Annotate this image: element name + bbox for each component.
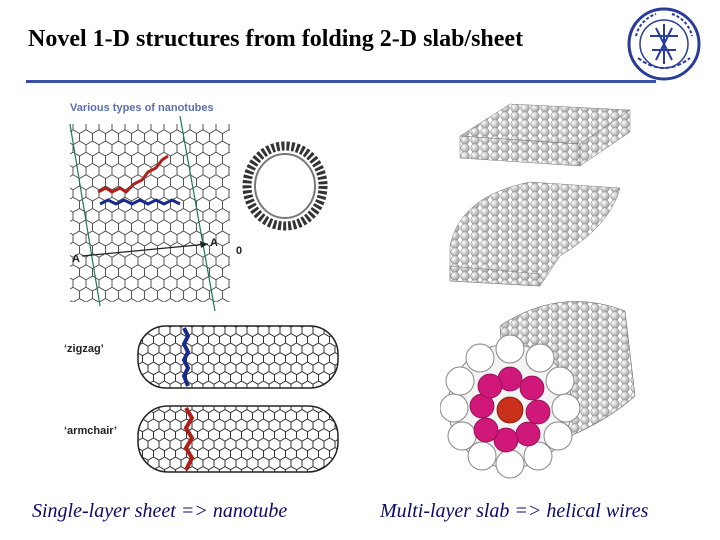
- zigzag-tube: [137, 325, 339, 389]
- label-zigzag: ‘zigzag’: [64, 343, 104, 355]
- armchair-tube: [137, 405, 339, 473]
- magenta-core: [469, 366, 551, 453]
- label-o: 0: [236, 245, 242, 257]
- graphene-sheet: [70, 124, 230, 302]
- cut-line-right: [179, 115, 216, 312]
- title-rule: [26, 80, 656, 83]
- caption-left: Single-layer sheet => nanotube: [32, 500, 288, 522]
- flat-slab: [459, 103, 631, 167]
- red-chain: [97, 154, 169, 194]
- label-a2: A: [210, 237, 218, 249]
- zigzag-blue-chain: [181, 327, 191, 387]
- slide-title: Novel 1-D structures from folding 2-D sl…: [28, 26, 524, 52]
- blue-chain: [99, 198, 181, 206]
- label-armchair: ‘armchair’: [64, 425, 117, 437]
- chiral-vector: [81, 243, 209, 257]
- center-atom: [496, 396, 524, 424]
- helical-wire: [440, 301, 636, 479]
- nanotube-figure: Various types of nanotubes A A 0 ‘zigzag…: [64, 102, 339, 473]
- figure-heading: Various types of nanotubes: [70, 102, 214, 114]
- tube-ring: [242, 141, 328, 231]
- curling-slab: [449, 181, 621, 287]
- cut-line-left: [69, 123, 101, 307]
- armchair-red-chain: [183, 406, 195, 471]
- university-seal-icon: [627, 7, 701, 81]
- helical-wire-figure: [440, 103, 636, 479]
- caption-right: Multi-layer slab => helical wires: [380, 500, 649, 522]
- label-a1: A: [72, 253, 80, 265]
